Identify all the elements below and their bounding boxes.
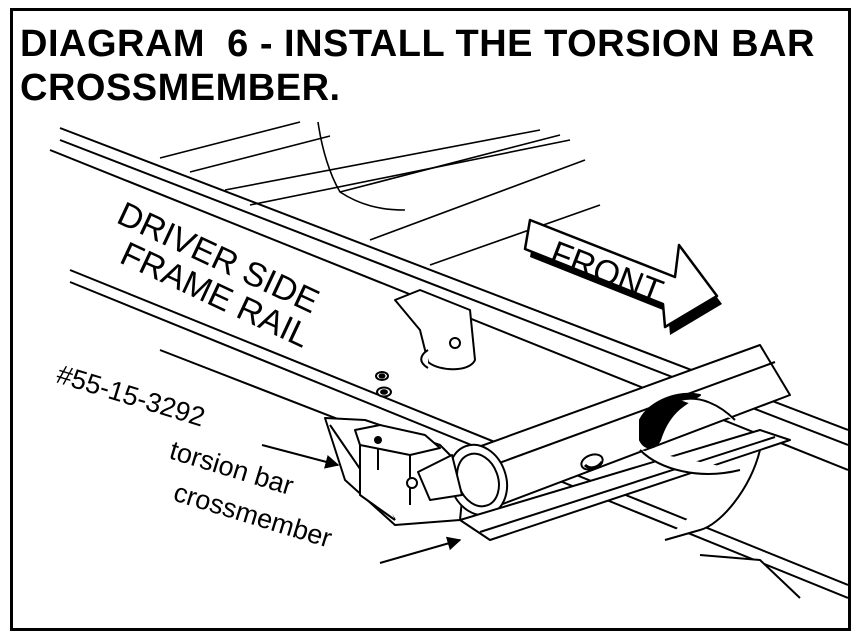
mounting-tab xyxy=(394,289,476,371)
title-line-2: CROSSMEMBER. xyxy=(20,67,341,109)
pointer-to-crossmember-lower xyxy=(379,536,462,564)
floor-pan xyxy=(159,121,601,266)
front-label: FRONT xyxy=(545,234,668,311)
pointer-arrow-icon xyxy=(261,444,462,564)
pointer-to-crossmember xyxy=(261,444,340,469)
part-number-label: #55-15-3292 xyxy=(53,359,208,432)
title-line-1: DIAGRAM 6 - INSTALL THE TORSION BAR xyxy=(20,23,815,65)
torsion-bar xyxy=(417,344,791,517)
lower-channel xyxy=(459,429,801,599)
rail-bolt-holes xyxy=(375,371,392,398)
diagram-title: DIAGRAM 6 - INSTALL THE TORSION BAR CROS… xyxy=(20,22,815,110)
front-arrow-icon xyxy=(523,218,722,335)
